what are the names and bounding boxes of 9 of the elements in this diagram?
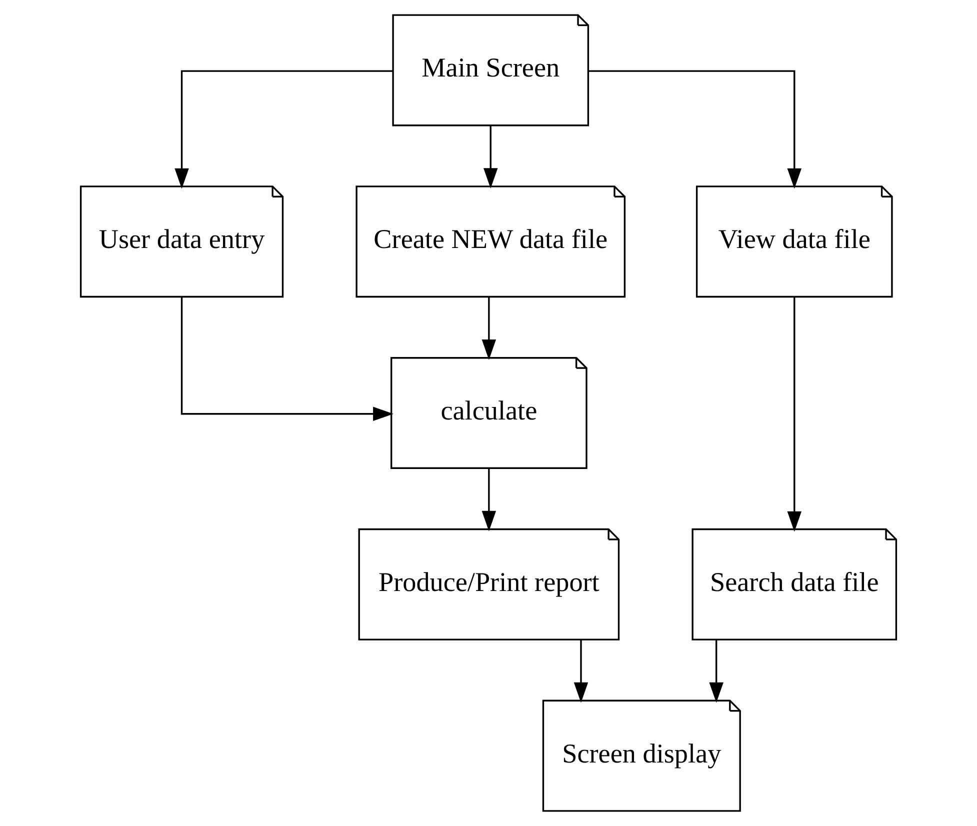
arrow [174,70,393,189]
arrow [482,468,496,532]
arrow [180,297,394,421]
arrow [574,640,588,703]
arrow [709,640,724,703]
arrow [483,125,498,188]
arrow [787,297,802,532]
arrow [588,70,802,189]
arrow [482,296,496,360]
